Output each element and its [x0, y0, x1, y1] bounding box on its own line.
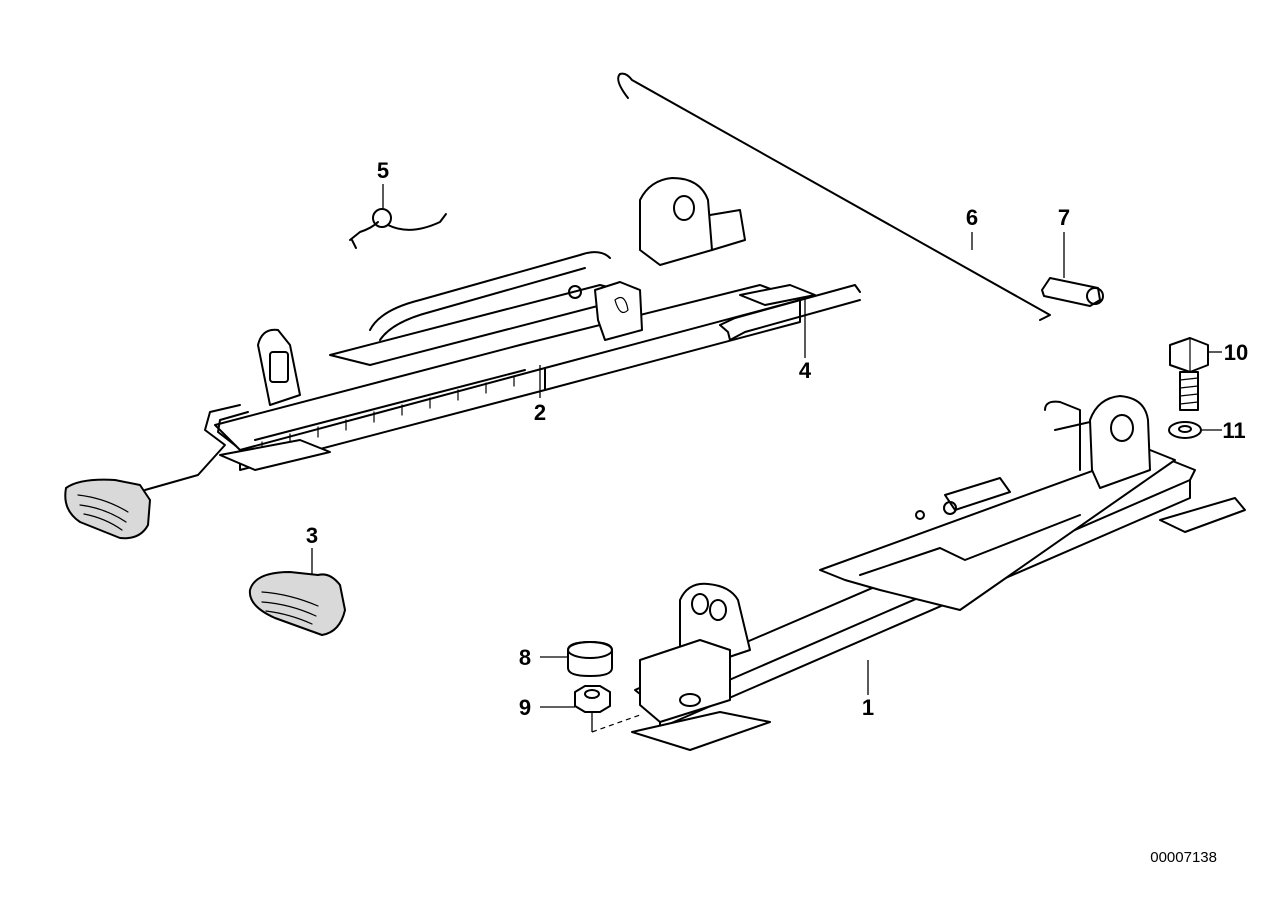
part-3-handle	[248, 571, 346, 636]
part-2-lever-handle	[64, 478, 151, 540]
callout-1: 1	[862, 695, 874, 720]
part-11-washer	[1168, 421, 1202, 439]
callout-7: 7	[1058, 205, 1070, 230]
callout-3: 3	[306, 523, 318, 548]
part-8-cap	[567, 641, 613, 677]
part-5-spring	[349, 208, 447, 249]
reference-number: 00007138	[1150, 849, 1217, 866]
callout-10: 10	[1224, 340, 1248, 365]
part-9-nut	[574, 685, 611, 713]
part-1-seat-rail-right	[631, 395, 1246, 751]
part-10-bolt	[1169, 337, 1209, 411]
callout-4: 4	[799, 358, 812, 383]
callout-6: 6	[966, 205, 978, 230]
callout-5: 5	[377, 158, 389, 183]
callout-11: 11	[1222, 418, 1245, 443]
callout-2: 2	[534, 400, 546, 425]
part-2-seat-rail-left	[144, 177, 816, 491]
callout-8: 8	[519, 645, 531, 670]
part-7-clip	[1041, 277, 1104, 307]
part-4-wire-clip	[719, 284, 861, 341]
callout-9: 9	[519, 695, 531, 720]
part-6-rod	[617, 72, 1051, 321]
